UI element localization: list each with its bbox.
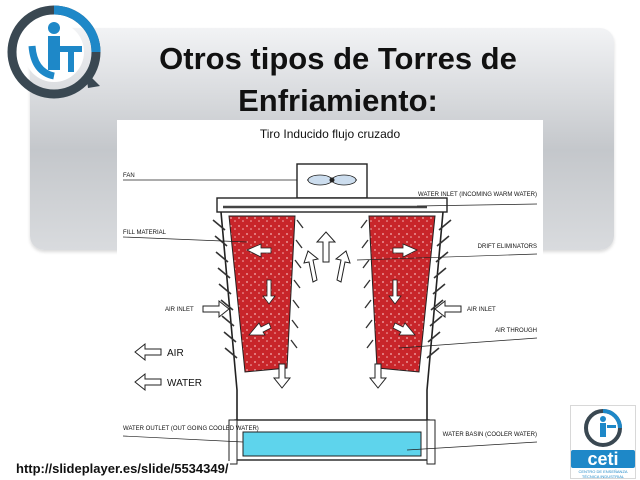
diagram-title: Tiro Inducido flujo cruzado (260, 127, 401, 141)
cooling-tower-diagram: Tiro Inducido flujo cruzado (122, 127, 538, 465)
air-inlet-arrows (202, 299, 462, 319)
ceti-logo: ceti CENTRO DE ENSEÑANZA TÉCNICA INDUSTR… (570, 405, 636, 479)
label-air-inlet-left: AIR INLET (165, 307, 194, 313)
legend-air-label: AIR (167, 348, 184, 359)
legend-water-label: WATER (167, 378, 202, 389)
top-deck (216, 197, 448, 213)
label-water-basin: WATER BASIN (COOLER WATER) (443, 432, 537, 438)
right-fill-material (368, 215, 436, 373)
fan (296, 163, 368, 199)
source-url: http://slideplayer.es/slide/5534349/ (14, 461, 231, 476)
label-fill-material: FILL MATERIAL (123, 230, 167, 236)
label-air-inlet-right: AIR INLET (467, 307, 496, 313)
drift-eliminators (290, 219, 374, 349)
leader-lines (122, 179, 538, 451)
left-fill-material (228, 215, 296, 373)
label-water-outlet: WATER OUTLET (OUT GOING COOLED WATER) (123, 426, 259, 432)
label-fan: FAN (123, 173, 135, 179)
label-water-inlet: WATER INLET (INCOMING WARM WATER) (418, 192, 537, 198)
label-drift-eliminators: DRIFT ELIMINATORS (478, 244, 537, 250)
label-air-through: AIR THROUGH (495, 328, 537, 334)
legend-air-arrow (134, 342, 162, 362)
right-louvers (426, 219, 452, 359)
ceti-wordmark: ceti (571, 450, 635, 468)
institution-logo (7, 5, 101, 99)
left-louvers (212, 219, 238, 359)
ceti-emblem-icon (584, 409, 622, 447)
ceti-subtext: CENTRO DE ENSEÑANZA TÉCNICA INDUSTRIAL (578, 469, 628, 479)
legend-water-arrow (134, 372, 162, 392)
water-drop-arrows (272, 363, 388, 389)
tower-walls (220, 211, 444, 420)
water-basin (228, 419, 436, 465)
air-arrows-in-fill (246, 243, 418, 336)
updraft-arrows (303, 231, 351, 283)
slide-title: Otros tipos de Torres de Enfriamiento: (159, 41, 517, 118)
